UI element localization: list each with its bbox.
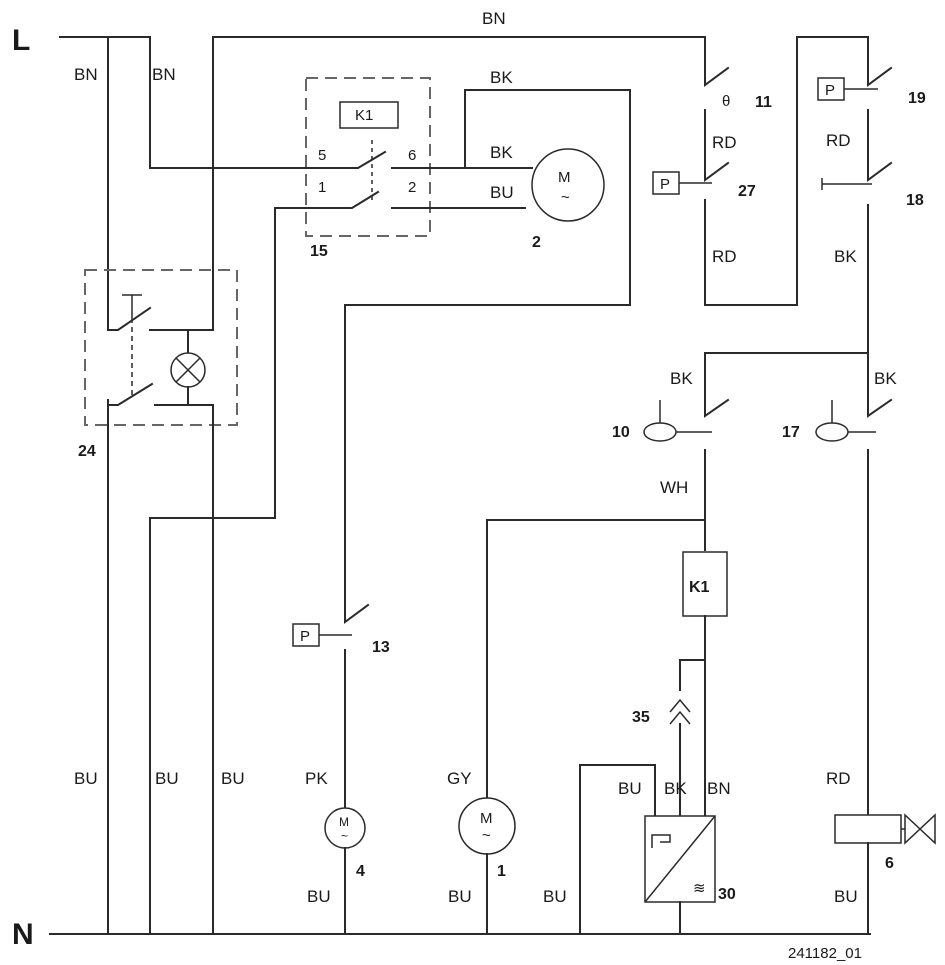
wire-label-bk-10: BK [670, 369, 693, 388]
wire-label-bu-m1: BU [448, 887, 472, 906]
c10-switch [704, 398, 730, 418]
c35-connector-2 [669, 710, 691, 725]
c13-pressure-p: P [300, 628, 310, 645]
component-4-label: 4 [356, 863, 365, 880]
k1-pin-2: 2 [408, 179, 416, 196]
wire-label-bu-3: BU [221, 769, 245, 788]
wire-label-bn-30: BN [707, 779, 731, 798]
n-rail-label: N [12, 918, 34, 951]
wire-label-bk-17: BK [874, 369, 897, 388]
component-15-box [305, 77, 431, 237]
wire-label-rd-6: RD [826, 769, 851, 788]
wire-label-rd-19: RD [826, 131, 851, 150]
c11-thermal-icon: θ [722, 93, 730, 110]
wire-label-bu-30-bottom: BU [543, 887, 567, 906]
wire-bn-top [212, 36, 706, 331]
component-2-label: 2 [532, 234, 541, 251]
wire-coil-35 [679, 659, 706, 691]
component-24-box [84, 269, 238, 426]
component-18-label: 18 [906, 192, 924, 209]
wire-label-bn-top: BN [482, 9, 506, 28]
c17-float-icon [815, 422, 849, 442]
k1-contact-5-6 [349, 150, 387, 169]
k1-contact-1-2 [274, 190, 380, 209]
c35-connector-1 [669, 698, 691, 713]
k1-pin-1: 1 [318, 179, 326, 196]
wire-label-bu-m4: BU [307, 887, 331, 906]
wire-label-bu-k1: BU [490, 183, 514, 202]
wire-gy [486, 519, 706, 799]
component-6-label: 6 [885, 855, 894, 872]
wire-rd-27 [704, 36, 869, 306]
motor-1-m: M [480, 810, 493, 827]
c13-switch [344, 603, 370, 624]
wire-label-bk-k1-mid: BK [490, 143, 513, 162]
valve-6-icon [904, 813, 936, 845]
c18-switch [867, 161, 893, 182]
c30-symbol [651, 834, 671, 848]
component-15-label: 15 [310, 243, 328, 260]
l-rail-label: L [12, 24, 30, 57]
wire-label-gy-1: GY [447, 769, 472, 788]
c19-pressure-p: P [825, 82, 835, 99]
component-24-label: 24 [78, 443, 96, 460]
component-13-label: 13 [372, 639, 390, 656]
k1-relay-label-box [339, 101, 399, 129]
wire-label-bu-1: BU [74, 769, 98, 788]
c17-switch [867, 398, 893, 418]
motor-4-tilde: ~ [341, 829, 348, 843]
wire-label-bu-30: BU [618, 779, 642, 798]
component-10-label: 10 [612, 424, 630, 441]
c30-heat-icon: ≋ [693, 880, 706, 897]
k1-relay-label: K1 [355, 107, 373, 124]
motor-2-icon [531, 148, 605, 222]
motor-4-m: M [339, 815, 349, 829]
wire-label-pk-4: PK [305, 769, 328, 788]
c27-switch [704, 161, 730, 182]
component-1-label: 1 [497, 863, 506, 880]
wire-label-bn-left-a: BN [74, 65, 98, 84]
wire-label-bk-30: BK [664, 779, 687, 798]
valve-6-coil [834, 814, 902, 844]
wire-bu-30 [579, 764, 656, 935]
wire-label-bk-18: BK [834, 247, 857, 266]
wire-label-wh-10: WH [660, 478, 688, 497]
motor-1-tilde: ~ [482, 827, 491, 844]
c24-lamp-x2 [175, 357, 201, 383]
wire-bk-k1-top [344, 89, 631, 616]
wire-bn-to-k1 [149, 36, 351, 169]
c10-float-icon [643, 422, 677, 442]
c30-diag [644, 815, 716, 903]
component-11-label: 11 [755, 94, 772, 111]
component-19-label: 19 [908, 90, 926, 107]
wire-label-bk-k1-top: BK [490, 68, 513, 87]
c24-switch-top [107, 306, 152, 331]
component-30-label: 30 [718, 886, 736, 903]
drawing-code: 241182_01 [788, 945, 862, 962]
wire-bk-split [704, 352, 869, 411]
c27-pressure-p: P [660, 176, 670, 193]
k1-pin-5: 5 [318, 147, 326, 164]
component-35-label: 35 [632, 709, 650, 726]
wire-label-bn-left-b: BN [152, 65, 176, 84]
k1-coil-label: K1 [689, 579, 710, 596]
wire-label-rd-11: RD [712, 133, 737, 152]
motor-2-m: M [558, 169, 571, 186]
component-27-label: 27 [738, 183, 756, 200]
c19-switch [867, 66, 893, 87]
c24-switch-bottom [107, 382, 154, 406]
c11-switch [704, 66, 730, 87]
wire-bu-k1-pin1 [149, 207, 276, 935]
motor-2-tilde: ~ [561, 189, 570, 206]
k1-pin-6: 6 [408, 147, 416, 164]
component-17-label: 17 [782, 424, 800, 441]
wire-label-bu-6: BU [834, 887, 858, 906]
wire-label-rd-27: RD [712, 247, 737, 266]
wire-label-bu-2: BU [155, 769, 179, 788]
